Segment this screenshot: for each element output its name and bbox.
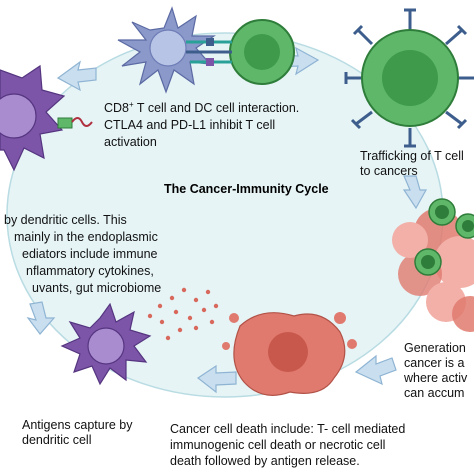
trafficking-line2: to cancers [360, 164, 418, 178]
interaction-line2: CTLA4 and PD-L1 inhibit T cell [104, 118, 275, 132]
trafficking-caption: Trafficking of T cell to cancers [360, 149, 464, 178]
interaction-line3: activation [104, 135, 157, 149]
interaction-caption: CD8+ T cell and DC cell interaction. CTL… [104, 100, 299, 149]
generation-caption: Generation cancer is a where activ can a… [403, 341, 468, 400]
t-cell-cluster-icon [414, 198, 474, 276]
capture-line1: Antigens capture by [22, 418, 133, 432]
generation-line4: can accum [404, 386, 464, 400]
dendritic-cell-capture-icon [60, 302, 152, 386]
processing-caption: by dendritic cells. This mainly in the e… [4, 213, 161, 295]
diagram-title: The Cancer-Immunity Cycle [164, 182, 329, 196]
capture-line2: dendritic cell [22, 433, 91, 447]
t-cell-interaction-icon [229, 19, 295, 85]
generation-line1: Generation [404, 341, 466, 355]
dendritic-cell-top-icon [117, 6, 216, 94]
death-caption: Cancer cell death include: T- cell media… [170, 422, 405, 468]
capture-caption: Antigens capture by dendritic cell [22, 418, 133, 447]
t-cell-trafficking-icon [344, 8, 474, 148]
dendritic-cell-processing-icon [0, 64, 93, 172]
arrow-bottom-right-icon [354, 354, 397, 386]
processing-line5: uvants, gut microbiome [32, 281, 161, 295]
arrow-top-left-icon [56, 60, 97, 92]
processing-line2: mainly in the endoplasmic [14, 230, 158, 244]
generation-line2: cancer is a [404, 356, 464, 370]
trafficking-line1: Trafficking of T cell [360, 149, 464, 163]
death-line3: death followed by antigen release. [170, 454, 360, 468]
processing-line1: by dendritic cells. This [4, 213, 127, 227]
arrow-bottom-center-icon [196, 364, 237, 394]
death-line1: Cancer cell death include: T- cell media… [170, 422, 405, 436]
antigen-particles-icon [147, 287, 219, 341]
processing-line4: nflammatory cytokines, [26, 264, 154, 278]
cycle-arrows [26, 46, 428, 394]
arrow-right-icon [402, 175, 428, 210]
processing-line3: ediators include immune [22, 247, 158, 261]
receptor-bridge-icon [186, 38, 232, 66]
arrow-bottom-left-icon [26, 301, 56, 335]
interaction-line1: CD8+ T cell and DC cell interaction. [104, 100, 299, 115]
death-line2: immunogenic cell death or necrotic cell [170, 438, 385, 452]
dying-cancer-cell-icon [222, 312, 357, 396]
generation-line3: where activ [403, 371, 468, 385]
